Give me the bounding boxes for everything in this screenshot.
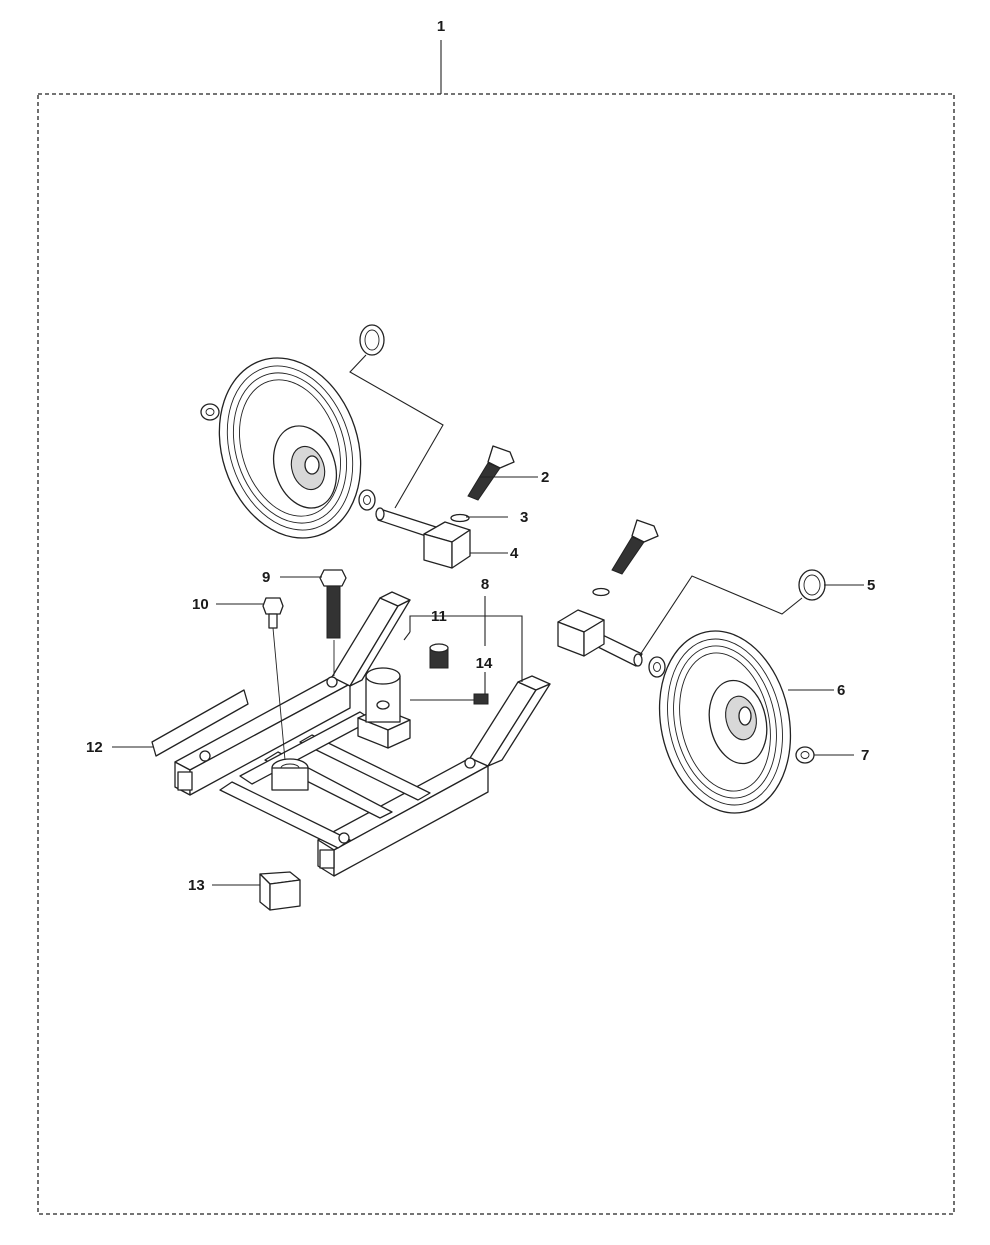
callout-9: 9 xyxy=(262,569,270,586)
leader-line-11 xyxy=(409,615,523,682)
callout-10: 10 xyxy=(192,596,209,613)
label-strip xyxy=(151,689,249,757)
callout-4: 4 xyxy=(510,545,519,562)
grease-nipple-axis xyxy=(272,627,286,761)
callout-11: 11 xyxy=(431,608,447,625)
callout-6: 6 xyxy=(837,682,845,699)
left-clamp-block xyxy=(423,521,471,569)
callout-1: 1 xyxy=(437,18,445,35)
leader-line-11-stub xyxy=(403,631,411,641)
spindle-housing xyxy=(271,758,309,791)
left-bolt xyxy=(467,445,515,501)
right-inner-washer xyxy=(648,656,666,678)
right-snap-ring xyxy=(798,569,826,601)
clamp-knob xyxy=(429,643,449,669)
left-lock-washer xyxy=(450,513,470,523)
leader-right-snap-ring-path xyxy=(639,575,803,656)
left-wheel xyxy=(218,357,362,539)
grease-nipple xyxy=(262,597,284,629)
callout-13: 13 xyxy=(188,877,205,894)
right-wheel xyxy=(658,630,792,814)
right-lock-washer xyxy=(592,587,610,597)
right-bolt xyxy=(611,519,659,575)
right-clamp-block xyxy=(557,609,605,657)
callout-14: 14 xyxy=(476,655,493,672)
callout-5: 5 xyxy=(867,577,875,594)
callout-8: 8 xyxy=(481,576,489,593)
callout-12: 12 xyxy=(86,739,103,756)
set-screw xyxy=(473,693,489,705)
callout-2: 2 xyxy=(541,469,549,486)
right-outer-washer xyxy=(795,746,815,764)
mounting-block xyxy=(357,667,411,749)
callout-3: 3 xyxy=(520,509,528,526)
frame-bolt xyxy=(319,569,347,639)
end-cap xyxy=(259,871,301,911)
left-inner-washer xyxy=(358,489,376,511)
left-outer-washer xyxy=(200,403,220,421)
left-snap-ring xyxy=(359,324,385,356)
kit-boundary-dashed-frame xyxy=(37,93,955,1215)
leader-left-snap-ring xyxy=(349,354,444,509)
callout-7: 7 xyxy=(861,747,869,764)
